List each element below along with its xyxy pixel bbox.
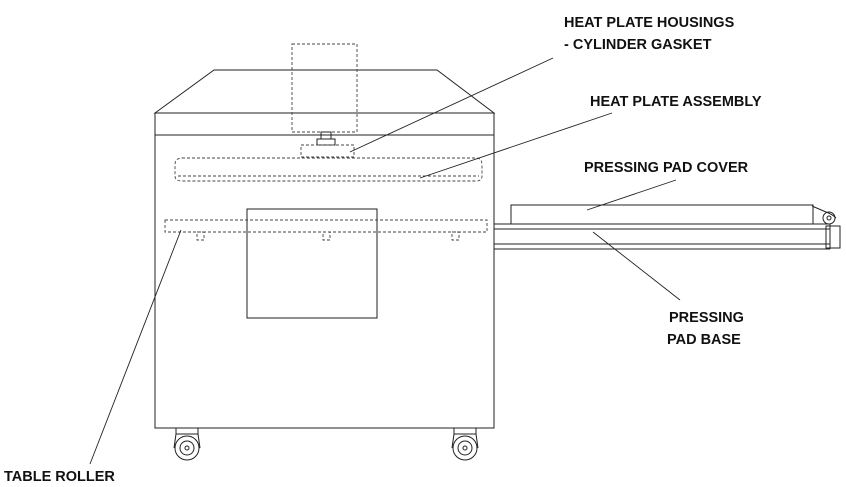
heat-plate-outline <box>174 157 483 182</box>
pressing-pad-cover <box>510 204 814 225</box>
pressing-pad-hinge-pin-inner <box>826 215 832 221</box>
caster-left-wheel <box>174 435 200 461</box>
front-door-panel <box>246 208 378 319</box>
caster-right-wheel-inner <box>457 440 473 456</box>
pressing-pad-hinge-arm <box>811 205 837 219</box>
pressing-pad-hinge-pin <box>822 211 836 225</box>
leader-table-roller <box>89 229 182 465</box>
label-heat-plate-assembly: HEAT PLATE ASSEMBLY <box>590 94 762 110</box>
table-roller-center <box>322 231 331 241</box>
caster-right <box>451 427 479 461</box>
table-roller-right <box>451 231 460 241</box>
caster-left-mount <box>175 427 199 435</box>
caster-right-fork <box>451 433 479 449</box>
label-heat-plate-housings-line2: - CYLINDER GASKET <box>564 37 712 53</box>
cylinder-gasket-plate <box>300 144 355 158</box>
caster-left-hub <box>184 445 190 451</box>
heat-plate-assembly <box>174 157 483 182</box>
label-pressing-pad-base-line1: PRESSING <box>669 310 744 326</box>
cylinder-gasket <box>316 138 336 146</box>
cabinet-top-hood <box>153 69 496 114</box>
caster-left <box>173 427 201 461</box>
caster-right-mount <box>453 427 477 435</box>
leader-heat-plate-housings <box>349 57 554 153</box>
caster-right-wheel <box>452 435 478 461</box>
leader-lines <box>89 57 681 465</box>
cylinder-housing <box>291 43 358 158</box>
callout-labels: HEAT PLATE HOUSINGS - CYLINDER GASKET HE… <box>4 15 762 485</box>
cabinet <box>153 69 496 429</box>
cabinet-body <box>154 112 495 429</box>
label-pressing-pad-cover: PRESSING PAD COVER <box>584 160 749 176</box>
caster-right-hub <box>462 445 468 451</box>
leader-pressing-pad-cover <box>586 179 677 211</box>
leader-heat-plate-assembly <box>419 112 613 179</box>
pressing-pad-end-cap <box>825 225 841 249</box>
leader-pressing-pad-base <box>592 231 681 301</box>
caster-left-wheel-inner <box>179 440 195 456</box>
label-table-roller: TABLE ROLLER <box>4 469 115 485</box>
table-assembly <box>164 219 488 241</box>
cylinder-housing-box <box>291 43 358 133</box>
caster-left-fork <box>173 433 201 449</box>
table-outline <box>164 219 488 233</box>
label-heat-plate-housings-line1: HEAT PLATE HOUSINGS <box>564 15 735 31</box>
label-pressing-pad-base-line2: PAD BASE <box>667 332 741 348</box>
pressing-pad <box>494 204 841 250</box>
table-roller-left <box>196 231 205 241</box>
